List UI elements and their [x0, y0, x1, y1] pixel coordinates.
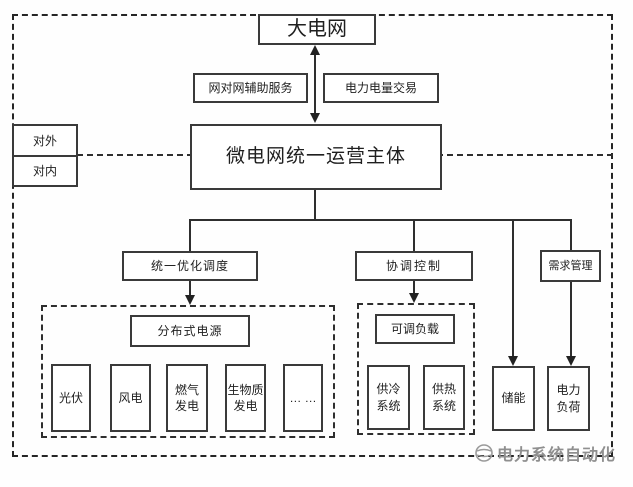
wind-box: 风电: [110, 364, 151, 432]
internal-cell: 对内: [14, 157, 76, 186]
internal-label: 对内: [32, 164, 57, 179]
dispatch-to-der-line: [189, 281, 191, 297]
energy-trade-box: 电力电量交易: [323, 73, 439, 103]
operator-bus-stem-line: [314, 190, 316, 220]
adjustable-load-title-label: 可调负载: [390, 321, 439, 336]
arrow-down-icon: [566, 356, 576, 366]
unified-dispatch-box: 统一优化调度: [122, 251, 258, 281]
power-load-box: 电力 负荷: [547, 366, 590, 431]
watermark: 电力系统自动化: [474, 441, 616, 465]
grid-box: 大电网: [258, 14, 376, 45]
pv-label: 光伏: [58, 390, 83, 405]
energy-trade-label: 电力电量交易: [344, 80, 417, 95]
arrow-down-icon: [409, 293, 419, 303]
bus-to-control-line: [413, 219, 415, 252]
bus-to-demand-line: [570, 219, 572, 251]
coordinated-control-label: 协调控制: [385, 258, 442, 273]
wind-label: 风电: [118, 390, 143, 405]
arrow-up-icon: [310, 45, 320, 55]
ancillary-service-label: 网对网辅助服务: [208, 80, 293, 95]
coordinated-control-box: 协调控制: [355, 251, 473, 281]
cooling-system-box: 供冷 系统: [367, 365, 410, 430]
unified-dispatch-label: 统一优化调度: [150, 258, 229, 273]
demand-to-powerload-line: [570, 282, 572, 358]
function-bus-line: [189, 219, 572, 221]
arrow-down-icon: [310, 113, 320, 123]
ellipsis-box: … …: [283, 364, 323, 432]
power-load-label: 电力 负荷: [556, 383, 581, 414]
cooling-system-label: 供冷 系统: [376, 382, 401, 413]
demand-management-box: 需求管理: [540, 250, 601, 282]
external-label: 对外: [32, 133, 57, 148]
adjustable-load-title-box: 可调负载: [375, 314, 455, 344]
gas-generation-label: 燃气 发电: [174, 382, 199, 413]
demand-management-label: 需求管理: [548, 259, 593, 272]
bus-to-storage-line: [512, 219, 514, 358]
der-group-dashed-box: [41, 305, 335, 438]
biomass-generation-box: 生物质 发电: [225, 364, 266, 432]
der-title-label: 分布式电源: [157, 323, 223, 338]
arrow-down-icon: [185, 295, 195, 305]
watermark-text: 电力系统自动化: [497, 447, 617, 464]
microgrid-operator-label: 微电网统一运营主体: [225, 146, 406, 168]
der-title-box: 分布式电源: [130, 315, 250, 347]
adjustable-load-group-dashed-box: [357, 303, 475, 435]
pv-box: 光伏: [51, 364, 91, 432]
energy-storage-label: 储能: [501, 391, 526, 406]
grid-box-label: 大电网: [287, 18, 347, 40]
publisher-logo-icon: [475, 444, 493, 462]
gas-generation-box: 燃气 发电: [166, 364, 208, 432]
heating-system-box: 供热 系统: [423, 365, 465, 430]
ancillary-service-box: 网对网辅助服务: [193, 73, 308, 103]
microgrid-operator-box: 微电网统一运营主体: [190, 124, 442, 190]
control-to-load-line: [413, 281, 415, 295]
bus-to-dispatch-line: [189, 219, 191, 252]
ellipsis-label: … …: [289, 390, 317, 405]
arrow-down-icon: [508, 356, 518, 366]
external-cell: 对外: [14, 126, 76, 157]
external-internal-box: 对外 对内: [12, 124, 78, 187]
biomass-generation-label: 生物质 发电: [227, 382, 264, 413]
heating-system-label: 供热 系统: [431, 382, 456, 413]
grid-operator-link-line: [314, 52, 316, 115]
energy-storage-box: 储能: [492, 366, 535, 431]
